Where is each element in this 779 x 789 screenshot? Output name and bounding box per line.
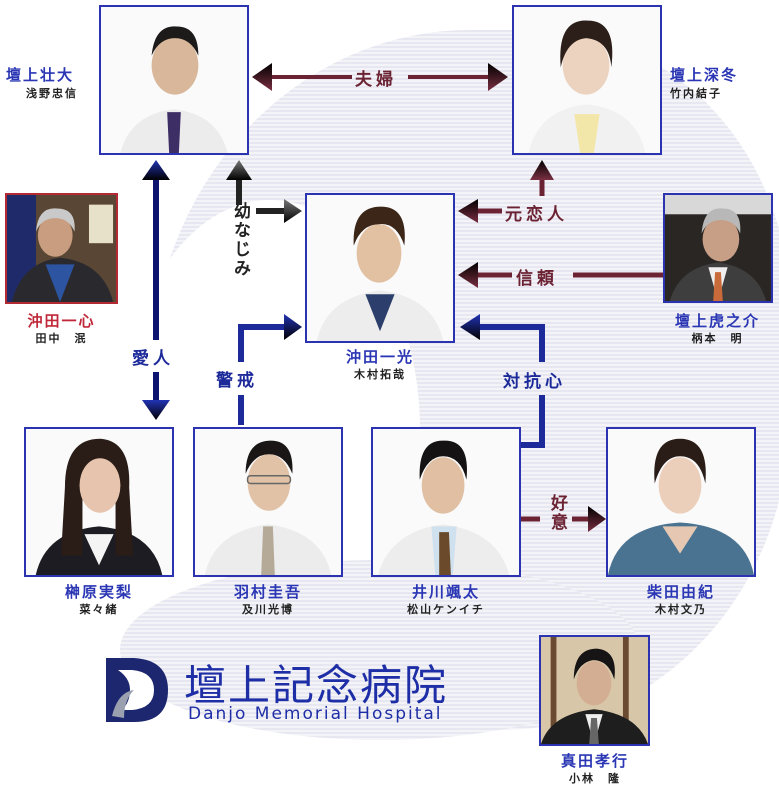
actor-name: 竹内結子 xyxy=(670,87,722,100)
relation-label-fuufu: 夫婦 xyxy=(355,70,397,90)
character-name: 壇上深冬 xyxy=(670,66,739,84)
actor-name: 菜々緒 xyxy=(79,603,119,616)
relation-label-shinrai: 信頼 xyxy=(516,269,558,289)
photo-okita-isshin[interactable] xyxy=(5,193,118,304)
photo-okita-kazumitsu[interactable] xyxy=(305,193,455,343)
character-name: 沖田一心 xyxy=(27,312,96,330)
relation-label-taikoushin: 対抗心 xyxy=(503,372,566,392)
photo-hamura-keigo[interactable] xyxy=(193,427,343,577)
person-portrait-icon xyxy=(26,429,172,575)
actor-name: 松山ケンイチ xyxy=(407,603,485,616)
photo-ikawa-sota[interactable] xyxy=(371,427,521,577)
photo-sanada-takayuki[interactable] xyxy=(539,635,650,746)
relation-label-koui: 好意 xyxy=(547,494,567,532)
actor-name: 木村文乃 xyxy=(655,603,707,616)
character-name: 羽村圭吾 xyxy=(233,583,302,601)
character-name: 真田孝行 xyxy=(560,752,629,770)
actor-name: 木村拓哉 xyxy=(354,368,406,381)
actor-name: 田中 泯 xyxy=(35,332,88,345)
arrow-shinrai xyxy=(458,262,663,288)
photo-danjo-toranosuke[interactable] xyxy=(663,193,773,303)
person-portrait-icon xyxy=(608,429,754,575)
person-portrait-icon xyxy=(514,7,660,153)
actor-name: 及川光博 xyxy=(242,603,294,616)
person-portrait-icon xyxy=(195,429,341,575)
relation-label-motokoibito: 元恋人 xyxy=(505,205,568,225)
photo-danjo-mifuyu[interactable] xyxy=(512,5,662,155)
character-name: 榊原実梨 xyxy=(64,583,133,601)
actor-name: 小林 隆 xyxy=(569,772,621,785)
photo-danjo-sota[interactable] xyxy=(99,5,249,155)
photo-sakakibara-miri[interactable] xyxy=(24,427,174,577)
character-name: 壇上壮大 xyxy=(6,66,75,84)
person-portrait-icon xyxy=(307,195,453,341)
arrow-aijin xyxy=(142,160,170,420)
person-portrait-icon xyxy=(373,429,519,575)
arrow-koui xyxy=(520,506,606,532)
hospital-logo-d-icon xyxy=(106,658,168,722)
arrow-keikai xyxy=(238,314,302,425)
person-portrait-icon xyxy=(541,637,648,744)
character-name: 壇上虎之介 xyxy=(674,312,760,330)
relation-label-osananajimi: 幼なじみ xyxy=(230,202,250,278)
arrow-fuufu xyxy=(252,63,508,91)
actor-name: 柄本 明 xyxy=(691,332,744,345)
character-name: 井川颯太 xyxy=(411,583,480,601)
relation-label-aijin: 愛人 xyxy=(132,349,174,369)
hospital-title-jp: 壇上記念病院 xyxy=(184,661,449,710)
arrow-motokoibito xyxy=(458,160,554,223)
hospital-title-en: Danjo Memorial Hospital xyxy=(188,704,443,724)
character-name: 沖田一光 xyxy=(345,348,414,366)
photo-shibata-yuki[interactable] xyxy=(606,427,756,577)
arrow-osananajimi xyxy=(226,160,302,223)
person-portrait-icon xyxy=(7,195,116,302)
actor-name: 浅野忠信 xyxy=(26,87,78,100)
person-portrait-icon xyxy=(665,195,771,301)
arrow-taikoushin xyxy=(460,314,545,448)
relation-label-keikai: 警戒 xyxy=(216,371,258,391)
person-portrait-icon xyxy=(101,7,247,153)
character-name: 柴田由紀 xyxy=(646,583,715,601)
